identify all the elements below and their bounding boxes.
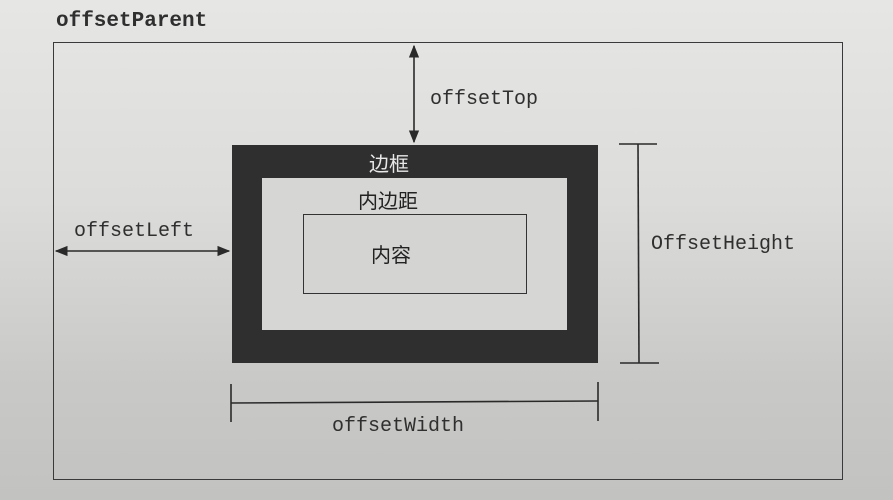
offset-width-bracket	[230, 382, 599, 422]
offset-height-label: OffsetHeight	[651, 233, 796, 256]
element-content-box	[303, 214, 527, 294]
offset-height-bracket	[619, 143, 659, 364]
offset-parent-frame	[53, 42, 843, 480]
offset-parent-title: offsetParent	[56, 10, 208, 33]
padding-label: 内边距	[358, 189, 418, 213]
offset-width-label: offsetWidth	[332, 415, 465, 438]
border-label: 边框	[369, 152, 409, 176]
offset-top-label: offsetTop	[430, 88, 539, 111]
offset-left-label: offsetLeft	[74, 220, 195, 243]
content-label: 内容	[371, 243, 411, 267]
